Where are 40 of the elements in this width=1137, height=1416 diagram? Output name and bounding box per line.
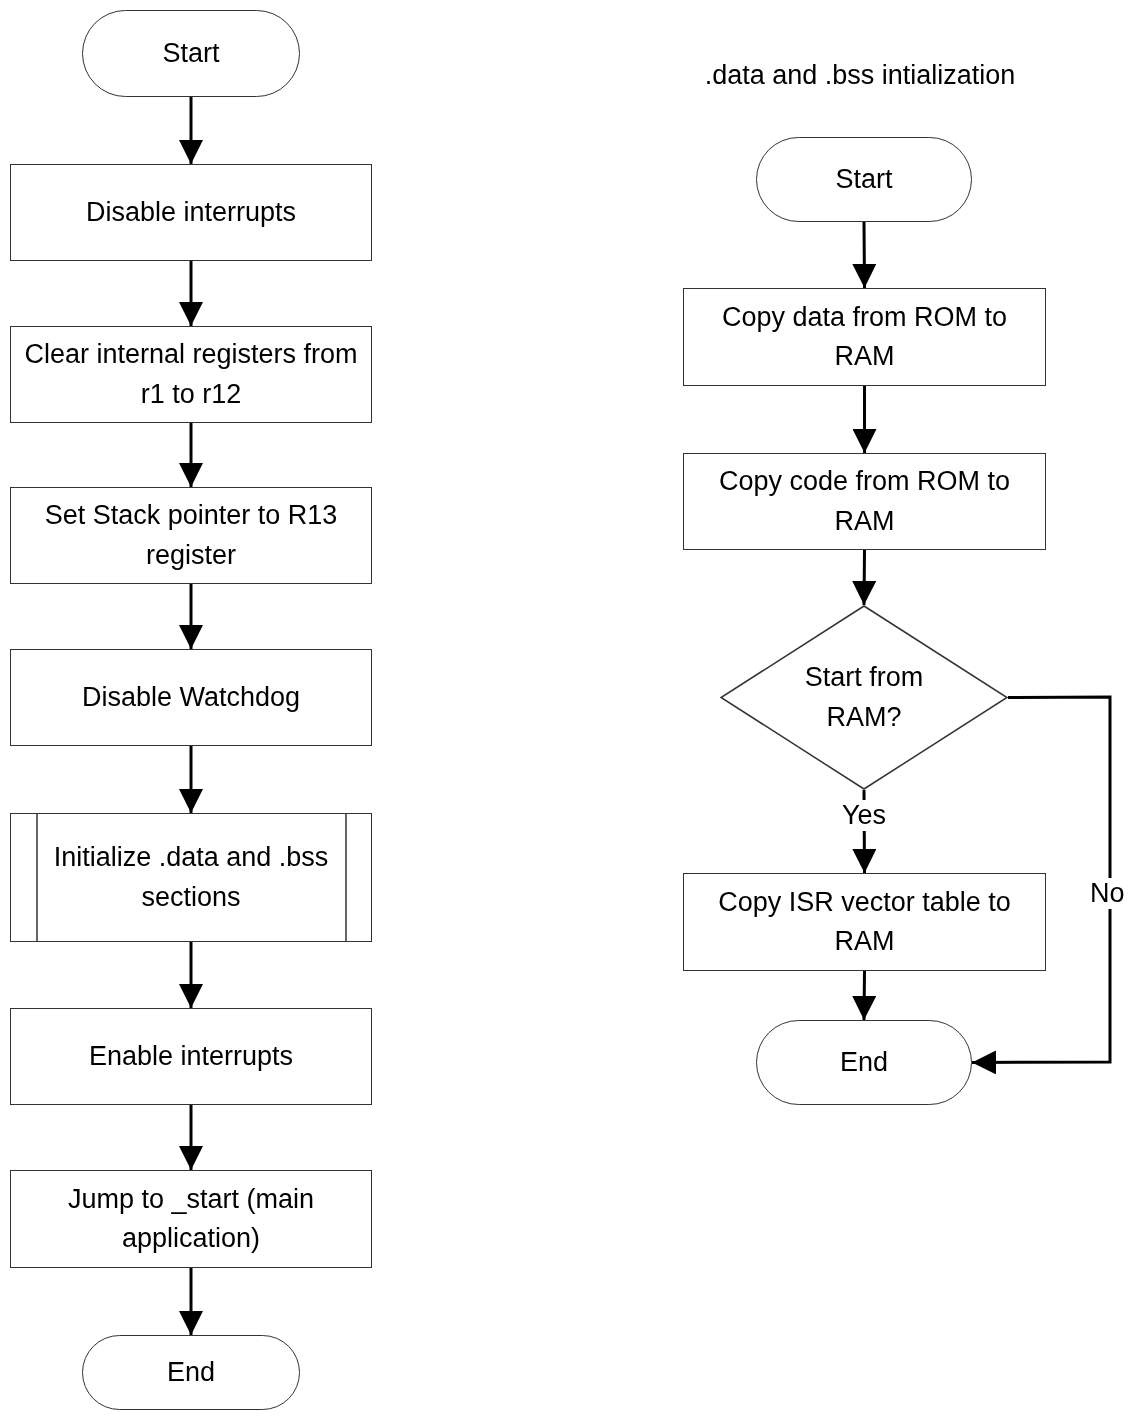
process-box xyxy=(683,453,1046,550)
process-box xyxy=(10,487,372,584)
process-box xyxy=(683,873,1046,971)
arrow xyxy=(179,746,203,813)
step-label: End xyxy=(838,1045,889,1079)
step-label: Copy data from ROM to RAM xyxy=(720,300,1009,373)
process-box xyxy=(10,326,372,423)
arrow xyxy=(179,942,203,1008)
step-label: Start from RAM? xyxy=(803,661,925,734)
step-label: Enable interrupts xyxy=(87,1039,295,1073)
arrow xyxy=(852,222,877,288)
arrow xyxy=(179,584,203,649)
process-box xyxy=(10,1170,372,1268)
arrow xyxy=(852,386,877,453)
process-box xyxy=(10,164,372,261)
step-label: Copy code from ROM to RAM xyxy=(717,465,1012,538)
step-label: Jump to _start (main application) xyxy=(66,1182,316,1255)
step-label: Copy ISR vector table to RAM xyxy=(717,885,1012,958)
step-label: Start xyxy=(161,36,221,70)
process-box xyxy=(683,288,1046,386)
arrow xyxy=(179,97,203,164)
process-box xyxy=(10,1008,372,1105)
step-label: Start xyxy=(834,162,894,196)
arrow xyxy=(179,1268,203,1335)
arrow xyxy=(852,550,877,605)
arrow xyxy=(179,1105,203,1170)
step-label: Initialize .data and .bss sections xyxy=(52,841,330,914)
step-label: Disable Watchdog xyxy=(80,680,302,714)
arrow xyxy=(972,695,1112,1075)
arrow xyxy=(852,971,877,1020)
arrow xyxy=(179,423,203,487)
step-label: Clear internal registers from r1 to r12 xyxy=(23,338,359,411)
process-box xyxy=(10,649,372,746)
subprocess-box xyxy=(10,813,372,942)
arrow xyxy=(179,261,203,326)
step-label: Disable interrupts xyxy=(84,195,298,229)
subflow-title: .data and .bss intialization xyxy=(703,60,1017,91)
step-label: End xyxy=(165,1355,216,1389)
decision-diamond xyxy=(720,605,1008,790)
step-label: Set Stack pointer to R13 register xyxy=(43,499,339,572)
